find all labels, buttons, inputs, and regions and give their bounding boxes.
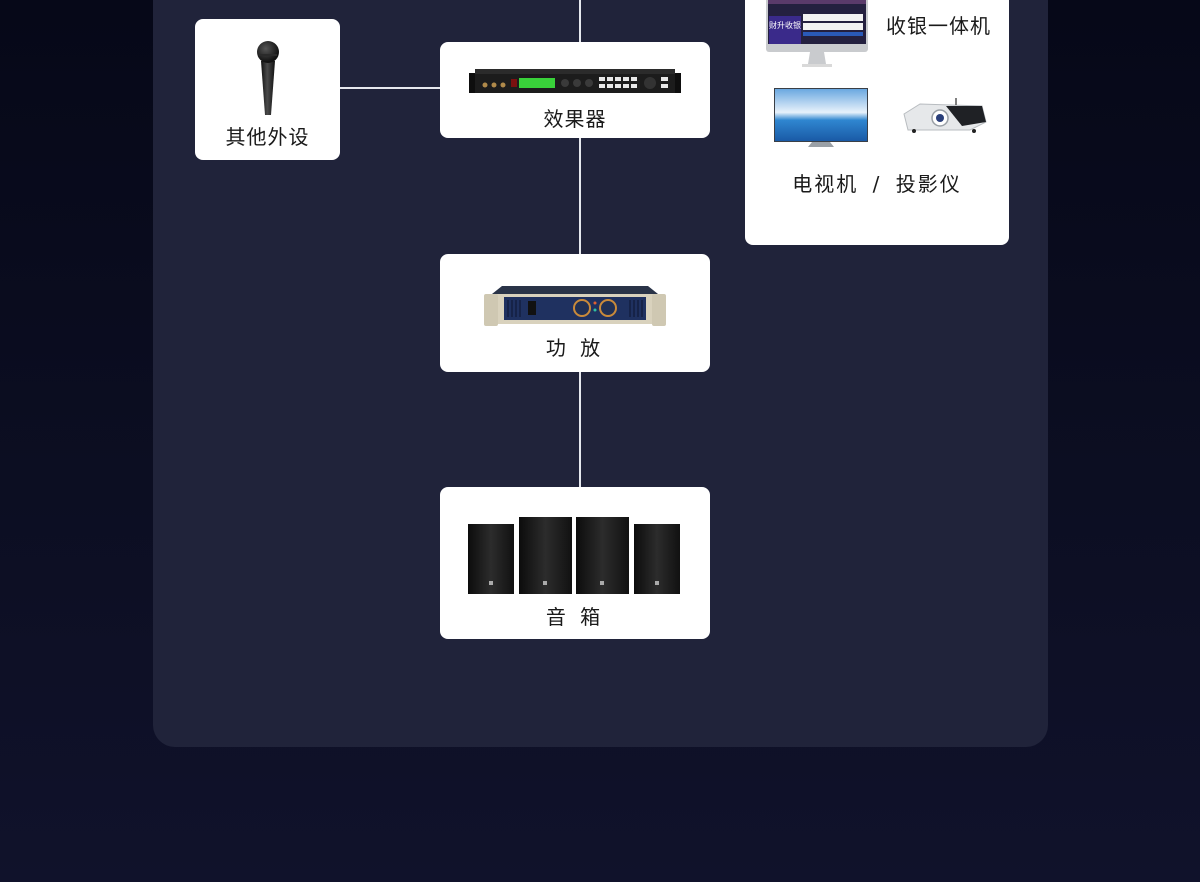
speaker-1 — [468, 524, 514, 594]
node-label: 功 放 — [545, 336, 605, 360]
pos-screen-title: 财升收银 — [769, 20, 801, 30]
node-label: 效果器 — [543, 107, 607, 131]
connector-top-to-effects — [579, 0, 581, 42]
node-label: 电视机 / 投影仪 — [792, 172, 962, 196]
pos-terminal-icon: 财升收银 — [766, 0, 868, 70]
node-speakers: 音 箱 — [440, 487, 710, 639]
speaker-2 — [519, 517, 572, 594]
speakers-icon — [468, 515, 682, 595]
node-peripherals: 其他外设 — [195, 19, 340, 160]
node-effects: 效果器 — [440, 42, 710, 138]
projector-icon — [900, 96, 988, 136]
effects-processor-icon — [469, 67, 681, 95]
node-pos-display: 财升收银 收银一体机 — [745, 0, 1009, 245]
connector-amplifier-speakers — [579, 371, 581, 487]
power-amplifier-icon — [484, 282, 666, 328]
node-label: 收银一体机 — [886, 13, 991, 38]
speaker-4 — [634, 524, 680, 594]
tv-icon — [774, 88, 868, 150]
connector-effects-amplifier — [579, 137, 581, 254]
connector-peripherals-effects — [339, 87, 440, 89]
node-amplifier: 功 放 — [440, 254, 710, 372]
speaker-3 — [576, 517, 629, 594]
microphone-icon — [253, 39, 283, 117]
node-label: 音 箱 — [545, 605, 605, 629]
node-label: 其他外设 — [225, 125, 310, 149]
